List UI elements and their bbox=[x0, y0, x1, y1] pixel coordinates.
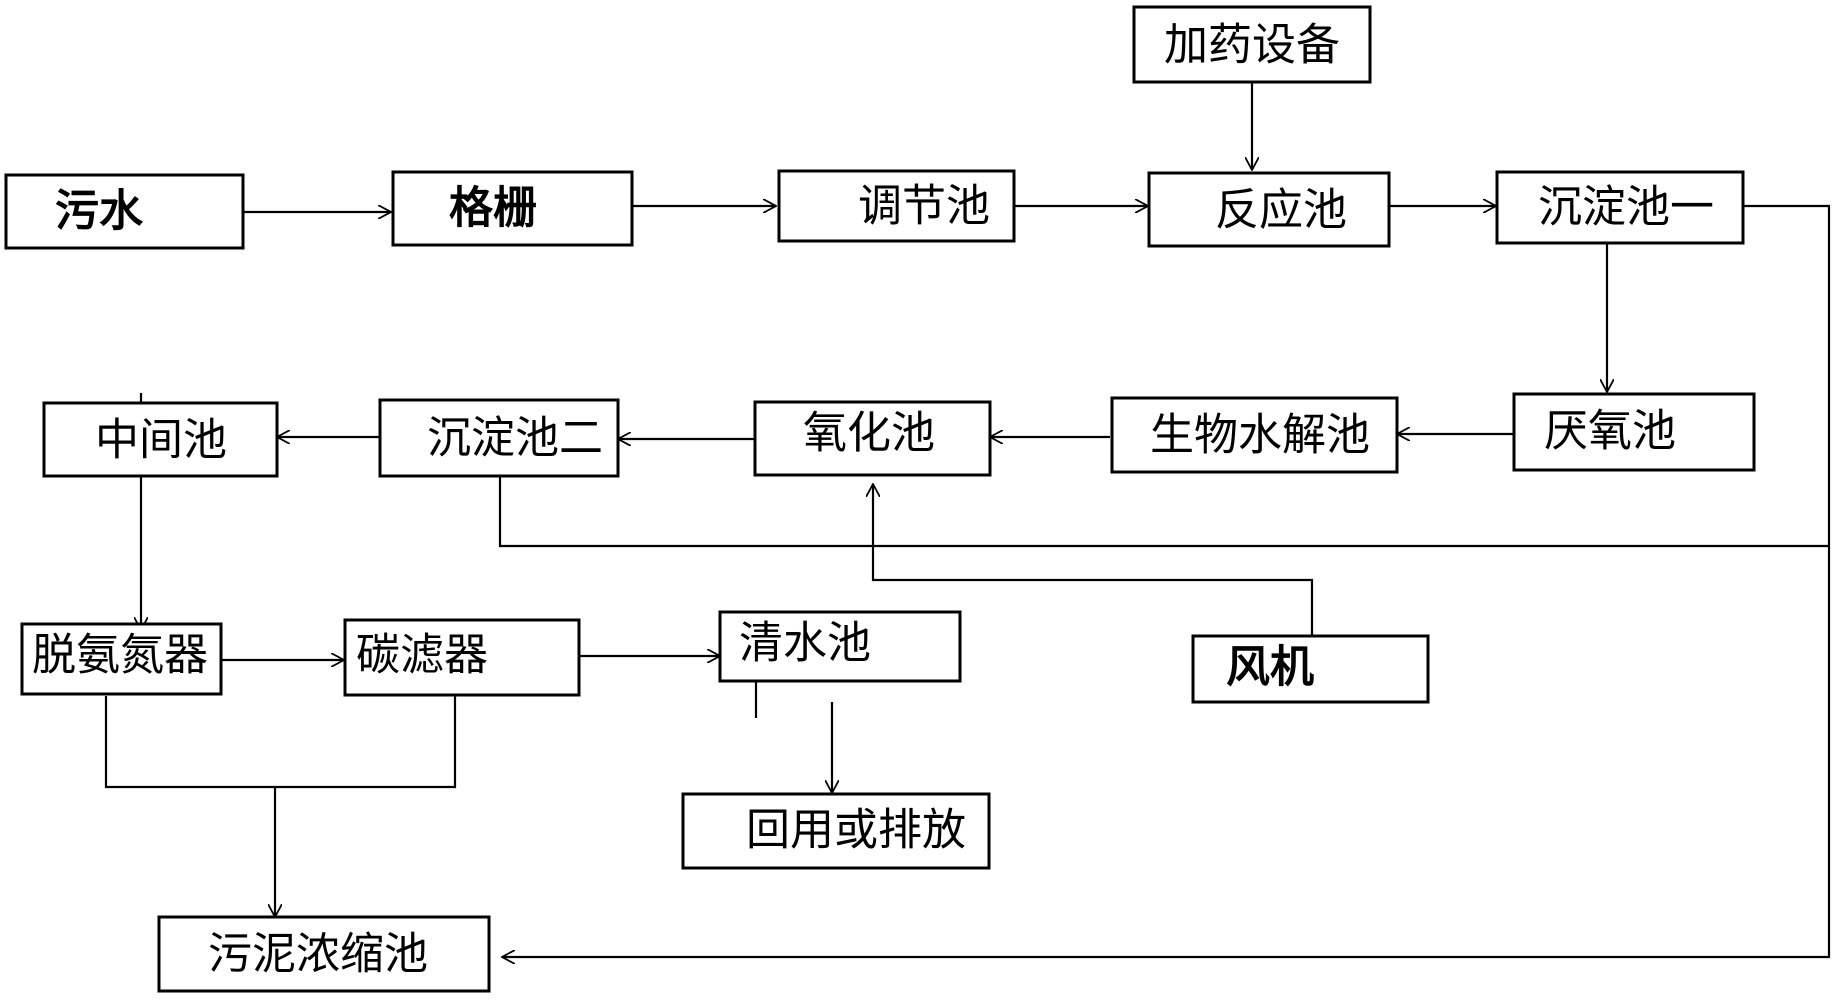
node-sewage: 污水 bbox=[4, 173, 245, 250]
node-settling-tank-2: 沉淀池二 bbox=[378, 398, 620, 478]
node-label: 反应池 bbox=[1215, 185, 1347, 236]
node-settling-tank-1: 沉淀池一 bbox=[1495, 170, 1745, 245]
node-biohydrolysis-tank: 生物水解池 bbox=[1110, 396, 1399, 474]
node-intermediate-tank: 中间池 bbox=[42, 401, 279, 478]
node-label: 氧化池 bbox=[803, 408, 935, 459]
sludge-return-line-settling2 bbox=[498, 476, 1829, 548]
node-screen: 格栅 bbox=[391, 170, 634, 247]
node-deammonia-unit: 脱氨氮器 bbox=[20, 622, 223, 696]
node-label: 污水 bbox=[55, 186, 144, 237]
node-label: 污泥浓缩池 bbox=[208, 929, 428, 980]
node-label: 风机 bbox=[1226, 642, 1314, 693]
arrow-blower-to-oxidation bbox=[873, 484, 1314, 636]
node-clear-water-tank: 清水池 bbox=[718, 610, 962, 683]
node-label: 厌氧池 bbox=[1544, 406, 1676, 457]
node-reuse-or-discharge: 回用或排放 bbox=[681, 792, 991, 870]
node-label: 回用或排放 bbox=[746, 805, 966, 856]
node-label: 沉淀池二 bbox=[427, 413, 603, 464]
node-label: 格栅 bbox=[449, 183, 537, 234]
arrow-sludge-merge-to-concentration bbox=[104, 696, 457, 917]
node-reaction-tank: 反应池 bbox=[1147, 171, 1391, 248]
node-label: 调节池 bbox=[858, 181, 990, 232]
node-dosing-equipment: 加药设备 bbox=[1132, 5, 1372, 84]
node-label: 生物水解池 bbox=[1150, 410, 1370, 461]
node-oxidation-tank: 氧化池 bbox=[753, 400, 992, 477]
node-sludge-concentration-tank: 污泥浓缩池 bbox=[157, 915, 491, 993]
node-label: 脱氨氮器 bbox=[32, 630, 208, 681]
node-anaerobic-tank: 厌氧池 bbox=[1512, 392, 1756, 472]
node-label: 中间池 bbox=[95, 415, 227, 466]
node-blower: 风机 bbox=[1191, 634, 1430, 704]
node-label: 碳滤器 bbox=[356, 630, 488, 681]
node-carbon-filter: 碳滤器 bbox=[343, 618, 581, 697]
node-label: 加药设备 bbox=[1164, 20, 1340, 71]
arrow-sludge-return-to-concentration bbox=[502, 204, 1831, 957]
node-label: 沉淀池一 bbox=[1538, 182, 1714, 233]
connectors bbox=[104, 82, 1831, 957]
node-equalization-tank: 调节池 bbox=[777, 169, 1016, 243]
node-label: 清水池 bbox=[739, 618, 871, 669]
